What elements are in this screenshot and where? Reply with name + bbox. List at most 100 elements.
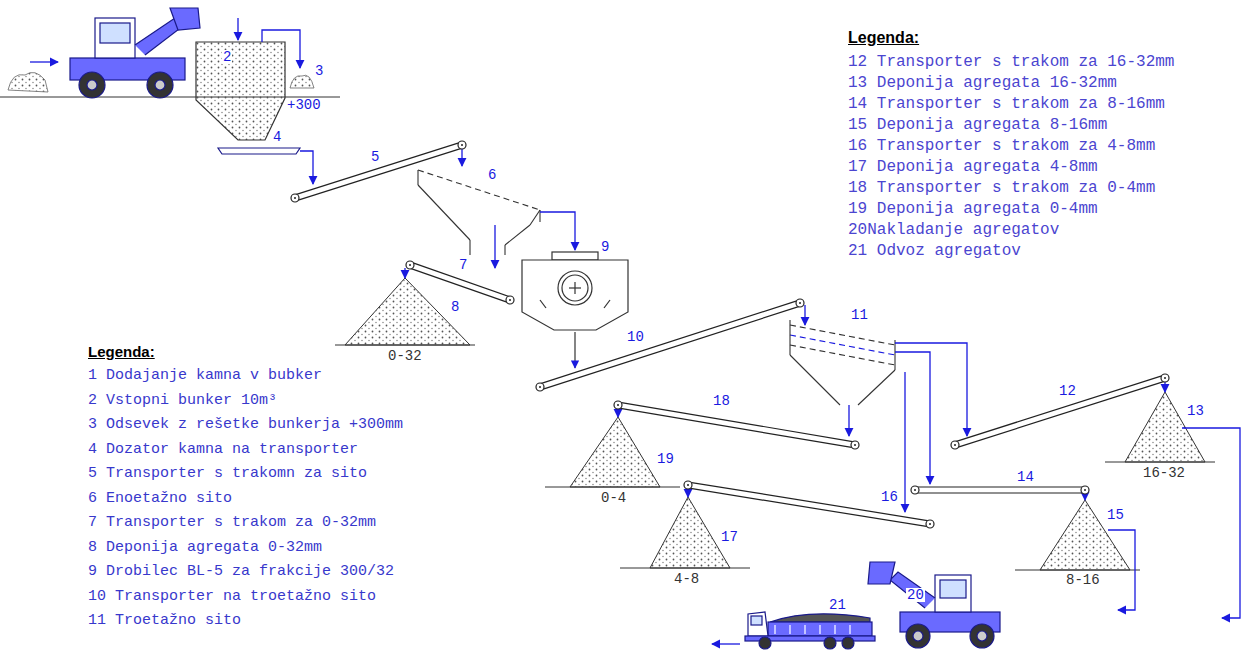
flow-arrow xyxy=(895,352,930,484)
callout-number: 20 xyxy=(906,588,925,602)
callout-number: 16 xyxy=(880,490,899,504)
conveyor-roller xyxy=(851,441,859,449)
conveyor-belt xyxy=(541,306,801,390)
conveyor-roller xyxy=(926,520,934,528)
conveyor-roller xyxy=(409,264,411,266)
aggregate-pile xyxy=(345,278,470,345)
conveyor-belt xyxy=(688,482,930,521)
legend-item: 16 Transporter s trakom za 4-8mm xyxy=(848,138,1155,154)
legend-item: 20Nakladanje agregatov xyxy=(848,222,1059,238)
conveyor-roller xyxy=(929,523,931,525)
legend-item: 13 Deponija agregata 16-32mm xyxy=(848,75,1117,91)
feed-bunker xyxy=(196,42,285,140)
conveyor-belt xyxy=(915,492,1085,493)
legend-item: 9 Drobilec BL-5 za frakcije 300/32 xyxy=(88,564,394,579)
conveyor-roller xyxy=(294,197,296,199)
legend-item: 21 Odvoz agregatov xyxy=(848,243,1021,259)
conveyor-roller xyxy=(536,383,544,391)
aggregate-pile xyxy=(1125,392,1205,462)
fraction-label: 8-16 xyxy=(1065,573,1101,587)
flow-arrow xyxy=(404,268,405,278)
haul-arrow xyxy=(1182,428,1240,618)
legend-item: 12 Transporter s trakom za 16-32mm xyxy=(848,54,1174,70)
conveyor-roller xyxy=(951,441,959,449)
conveyor-belt xyxy=(618,408,855,448)
ground-line xyxy=(620,568,750,569)
fraction-label: 4-8 xyxy=(673,572,700,586)
callout-number: 14 xyxy=(1016,470,1035,484)
legend-item: 3 Odsevek z rešetke bunkerja +300mm xyxy=(88,417,403,432)
legend-item: 18 Transporter s trakom za 0-4mm xyxy=(848,180,1155,196)
conveyor-roller xyxy=(539,386,541,388)
legend-item: 4 Dozator kamna na transporter xyxy=(88,442,358,457)
feed-arrow xyxy=(237,18,238,40)
flow-arrow xyxy=(1164,382,1165,392)
aggregate-pile xyxy=(570,417,660,487)
dimension-label: +300 xyxy=(286,98,322,112)
callout-number: 11 xyxy=(850,308,869,322)
conveyor-roller xyxy=(291,194,299,202)
conveyor-roller xyxy=(954,444,956,446)
conveyor-roller xyxy=(1161,374,1169,382)
callout-number: 15 xyxy=(1106,508,1125,522)
wheel-loader xyxy=(70,8,200,98)
fraction-label: 0-4 xyxy=(600,491,627,505)
callout-number: 4 xyxy=(272,130,282,144)
oversize-arrow xyxy=(262,30,300,68)
single-deck-screen xyxy=(418,170,540,255)
flow-arrow xyxy=(494,225,495,268)
oversize-pile xyxy=(290,75,314,88)
haul-arrow xyxy=(1108,530,1135,610)
conveyor-belt xyxy=(956,381,1166,448)
legend-title: Legenda: xyxy=(88,344,155,359)
conveyor-belt xyxy=(296,148,463,201)
conveyor-roller xyxy=(461,144,463,146)
flow-arrow xyxy=(848,405,849,436)
stone-pile xyxy=(8,72,48,92)
conveyor-roller xyxy=(509,299,511,301)
ground-line xyxy=(1105,462,1215,463)
legend-item: 11 Troetažno sito xyxy=(88,613,241,628)
legend-item: 5 Transporter s trakomn za sito xyxy=(88,466,367,481)
callout-number: 9 xyxy=(600,240,610,254)
legend-item: 1 Dodajanje kamna v bubker xyxy=(88,368,322,383)
legend-item: 6 Enoetažno sito xyxy=(88,491,232,506)
callout-number: 19 xyxy=(656,452,675,466)
stone-feeder xyxy=(218,148,300,154)
callout-number: 3 xyxy=(314,64,324,78)
flow-arrow xyxy=(804,305,805,325)
ground-line xyxy=(1015,570,1140,571)
flow-arrow xyxy=(904,372,905,512)
flow-arrow xyxy=(300,151,313,184)
flow-arrow xyxy=(574,332,575,368)
feed-arrow xyxy=(30,61,58,62)
legend-item: 17 Deponija agregata 4-8mm xyxy=(848,159,1098,175)
callout-number: 6 xyxy=(487,168,497,182)
conveyor-belt xyxy=(409,268,509,303)
conveyor-roller xyxy=(617,404,619,406)
callout-number: 8 xyxy=(450,300,460,314)
legend-title: Legenda: xyxy=(848,30,919,46)
legend-item: 2 Vstopni bunker 10m³ xyxy=(88,393,277,408)
conveyor-belt xyxy=(688,488,930,527)
conveyor-roller xyxy=(854,444,856,446)
fraction-label: 0-32 xyxy=(387,349,423,363)
dump-truck xyxy=(745,612,875,649)
aggregate-pile xyxy=(650,497,730,568)
callout-number: 10 xyxy=(626,330,645,344)
legend-item: 7 Transporter s trakom za 0-32mm xyxy=(88,515,376,530)
legend-item: 8 Deponija agregata 0-32mm xyxy=(88,540,322,555)
conveyor-roller xyxy=(684,481,692,489)
conveyor-roller xyxy=(911,486,919,494)
legend-item: 15 Deponija agregata 8-16mm xyxy=(848,117,1107,133)
conveyor-belt xyxy=(539,300,799,384)
conveyor-belt xyxy=(618,402,855,442)
conveyor-roller xyxy=(506,296,514,304)
aggregate-pile xyxy=(1040,500,1130,570)
wheel-loader xyxy=(868,562,1000,648)
aggregate-piles xyxy=(335,268,1215,570)
conveyor-roller xyxy=(614,401,622,409)
conveyor-belt xyxy=(294,142,461,195)
callout-number: 17 xyxy=(720,530,739,544)
callout-number: 2 xyxy=(222,50,232,64)
